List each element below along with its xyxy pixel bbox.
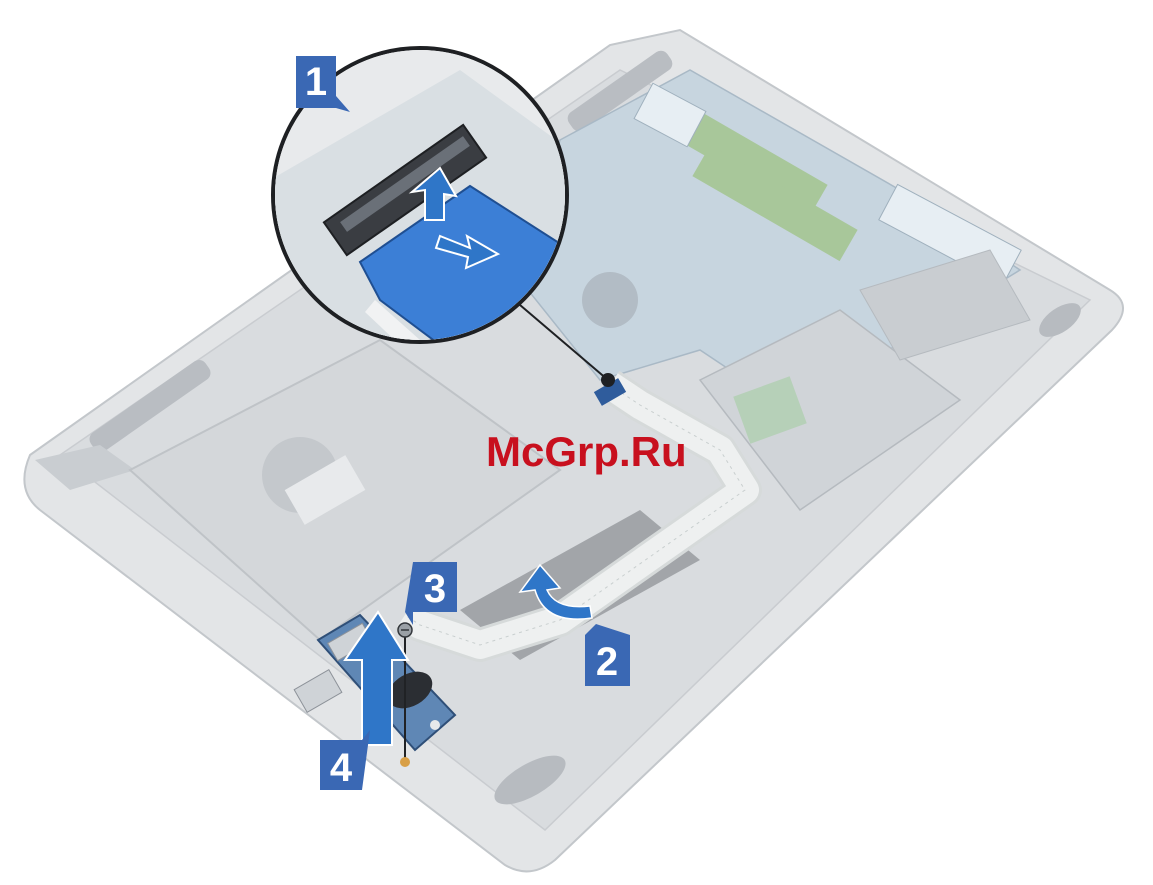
callout-2: 2 [585,624,630,686]
callout-2-label: 2 [596,640,618,684]
watermark-text: McGrp.Ru [486,428,687,475]
callout-1-label: 1 [305,60,327,104]
callout-4-label: 4 [330,746,353,790]
callout-3-label: 3 [424,567,446,611]
